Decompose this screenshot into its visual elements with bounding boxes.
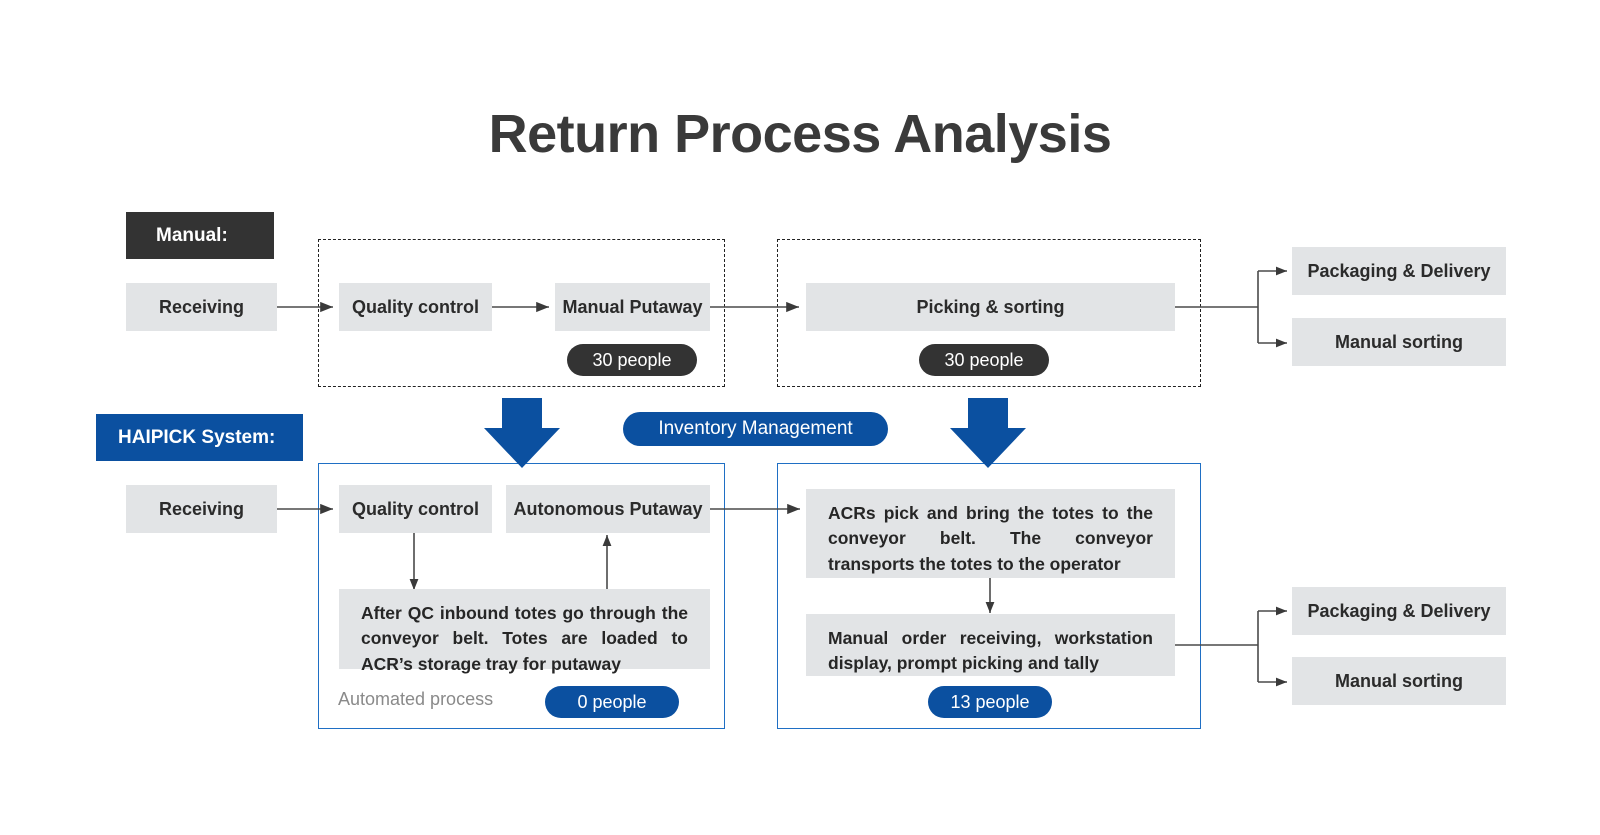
manual-putaway-people-badge: 30 people: [567, 344, 697, 376]
haipick-left-people-badge: 0 people: [545, 686, 679, 718]
manual-order-note-box: Manual order receiving, workstation disp…: [806, 614, 1175, 676]
manual-inbound-dashed-group: [318, 239, 725, 387]
manual-receiving-box[interactable]: Receiving: [126, 283, 277, 331]
automated-process-note: Automated process: [338, 689, 494, 709]
picking-sorting-box[interactable]: Picking & sorting: [806, 283, 1175, 331]
manual-row-label: Manual:: [126, 212, 274, 259]
manual-putaway-box[interactable]: Manual Putaway: [555, 283, 710, 331]
transition-arrow-right: [950, 398, 1026, 468]
haipick-output-packaging-delivery[interactable]: Packaging & Delivery: [1292, 587, 1506, 635]
manual-output-packaging-delivery[interactable]: Packaging & Delivery: [1292, 247, 1506, 295]
haipick-right-people-badge: 13 people: [928, 686, 1052, 718]
haipick-quality-control-box[interactable]: Quality control: [339, 485, 492, 533]
haipick-receiving-box[interactable]: Receiving: [126, 485, 277, 533]
haipick-row-label: HAIPICK System:: [96, 414, 303, 461]
manual-quality-control-box[interactable]: Quality control: [339, 283, 492, 331]
haipick-output-manual-sorting[interactable]: Manual sorting: [1292, 657, 1506, 705]
autonomous-putaway-box[interactable]: Autonomous Putaway: [506, 485, 710, 533]
picking-sorting-people-badge: 30 people: [919, 344, 1049, 376]
qc-conveyor-note-box: After QC inbound totes go through the co…: [339, 589, 710, 674]
manual-picking-dashed-group: [777, 239, 1201, 387]
acr-pick-note-box: ACRs pick and bring the totes to the con…: [806, 489, 1175, 578]
page-title: Return Process Analysis: [488, 104, 1112, 164]
manual-output-manual-sorting[interactable]: Manual sorting: [1292, 318, 1506, 366]
inventory-management-pill[interactable]: Inventory Management: [623, 412, 888, 446]
transition-arrow-left: [484, 398, 560, 468]
